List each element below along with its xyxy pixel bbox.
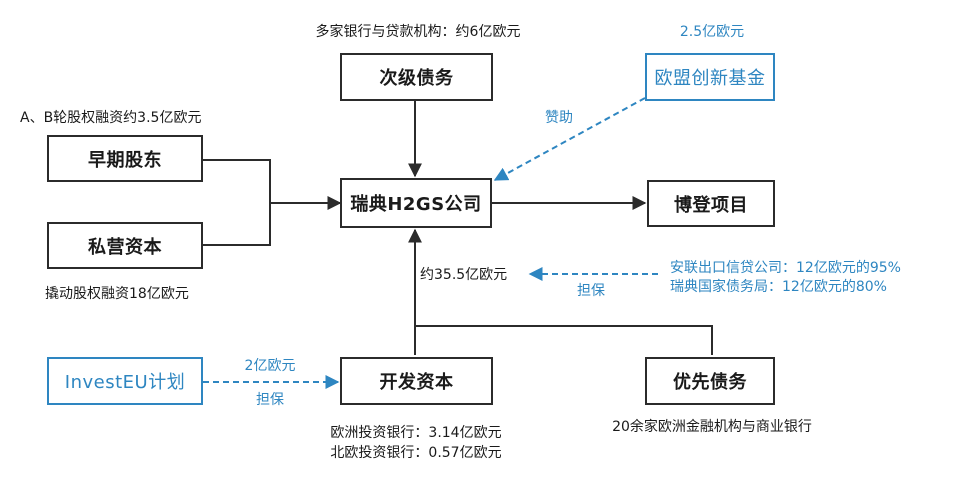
guarantee-total-label: 约35.5亿欧元 [420, 267, 508, 283]
early-shareholders-connector [203, 159, 271, 246]
guarantee-label-2: 担保 [256, 392, 284, 408]
eib-label: 欧洲投资银行：3.14亿欧元 [330, 425, 502, 441]
junior-debt-source-label: 多家银行与贷款机构：约6亿欧元 [315, 24, 521, 40]
nib-label: 北欧投资银行：0.57亿欧元 [330, 445, 502, 461]
early-shareholders-box: 早期股东 [47, 135, 203, 182]
eu-fund-amount-label: 2.5亿欧元 [679, 24, 745, 40]
export-credit-line-1: 安联出口信贷公司：12亿欧元的95% [670, 260, 901, 276]
leveraged-round-label: 撬动股权融资18亿欧元 [45, 286, 189, 302]
investeu-box: InvestEU计划 [47, 357, 203, 405]
h2gs-company-box: 瑞典H2GS公司 [340, 178, 492, 228]
development-capital-box: 开发资本 [340, 357, 493, 405]
sponsor-label: 赞助 [545, 110, 573, 126]
guarantee-label-1: 担保 [577, 283, 605, 299]
boden-project-box: 博登项目 [647, 180, 775, 227]
eu-innovation-fund-box: 欧盟创新基金 [645, 53, 775, 101]
investeu-amount-label: 2亿欧元 [244, 358, 296, 374]
eu-fund-sponsor-arrow [493, 97, 646, 181]
senior-debt-connector [415, 325, 713, 355]
junior-debt-box: 次级债务 [340, 53, 493, 101]
private-capital-box: 私营资本 [47, 222, 203, 269]
senior-debt-box: 优先债务 [645, 357, 775, 405]
senior-debt-source-label: 20余家欧洲金融机构与商业银行 [612, 419, 812, 435]
ab-round-label: A、B轮股权融资约3.5亿欧元 [20, 110, 202, 126]
export-credit-line-2: 瑞典国家债务局：12亿欧元的80% [670, 279, 887, 295]
